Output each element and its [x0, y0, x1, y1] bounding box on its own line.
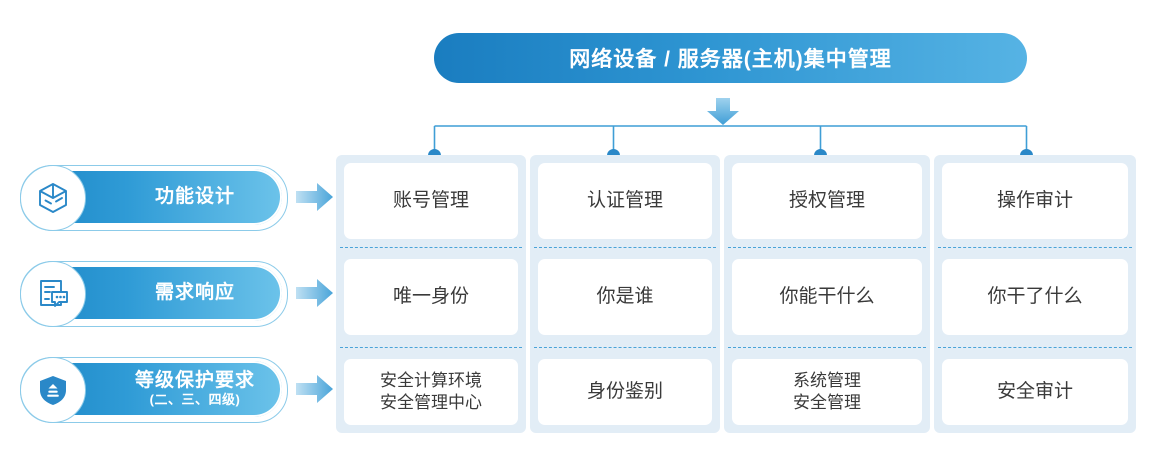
table-cell[interactable]: 认证管理: [538, 163, 712, 239]
right-arrow-icon-1: [296, 182, 334, 212]
header-banner: 网络设备 / 服务器(主机)集中管理: [434, 33, 1027, 83]
row-label-group-3: 等级保护要求 (二、三、四级): [120, 361, 270, 417]
table-cell[interactable]: 安全计算环境 安全管理中心: [344, 359, 518, 425]
table-cell[interactable]: 唯一身份: [344, 259, 518, 335]
shield-icon-container-3: [20, 357, 86, 423]
row-separator-2: [728, 347, 926, 348]
row-separator-1: [938, 247, 1132, 248]
row-separator-2: [534, 347, 716, 348]
table-cell[interactable]: 你干了什么: [942, 259, 1128, 335]
shield-icon: [40, 376, 66, 405]
table-cell[interactable]: 账号管理: [344, 163, 518, 239]
cube-icon: [39, 183, 67, 213]
matrix-grid: 账号管理 认证管理 授权管理 操作审计 唯一身份 你是谁 你能干什么 你干了什么…: [336, 155, 1136, 433]
table-cell[interactable]: 安全审计: [942, 359, 1128, 425]
row-separator-2: [340, 347, 522, 348]
row-separator-1: [534, 247, 716, 248]
row-label-group-1: 功能设计: [120, 169, 270, 225]
row-label-group-2: 需求响应: [120, 265, 270, 321]
table-cell[interactable]: 系统管理 安全管理: [732, 359, 922, 425]
row-separator-1: [340, 247, 522, 248]
table-cell[interactable]: 你是谁: [538, 259, 712, 335]
table-cell[interactable]: 操作审计: [942, 163, 1128, 239]
row-separator-1: [728, 247, 926, 248]
right-arrow-icon-2: [296, 278, 334, 308]
down-arrow-icon: [706, 98, 740, 126]
document-chat-icon-container-2: [20, 261, 86, 327]
row-separator-2: [938, 347, 1132, 348]
row-label-1: 功能设计: [154, 186, 235, 208]
row-sublabel-3: (二、三、四级): [149, 391, 241, 407]
document-chat-icon: [40, 280, 68, 307]
right-arrow-icon-3: [296, 374, 334, 404]
header-title: 网络设备 / 服务器(主机)集中管理: [569, 48, 892, 71]
row-label-2: 需求响应: [154, 282, 235, 304]
cube-icon-container-1: [20, 165, 86, 231]
row-label-3: 等级保护要求: [134, 370, 255, 392]
table-cell[interactable]: 你能干什么: [732, 259, 922, 335]
table-cell[interactable]: 身份鉴别: [538, 359, 712, 425]
table-cell[interactable]: 授权管理: [732, 163, 922, 239]
